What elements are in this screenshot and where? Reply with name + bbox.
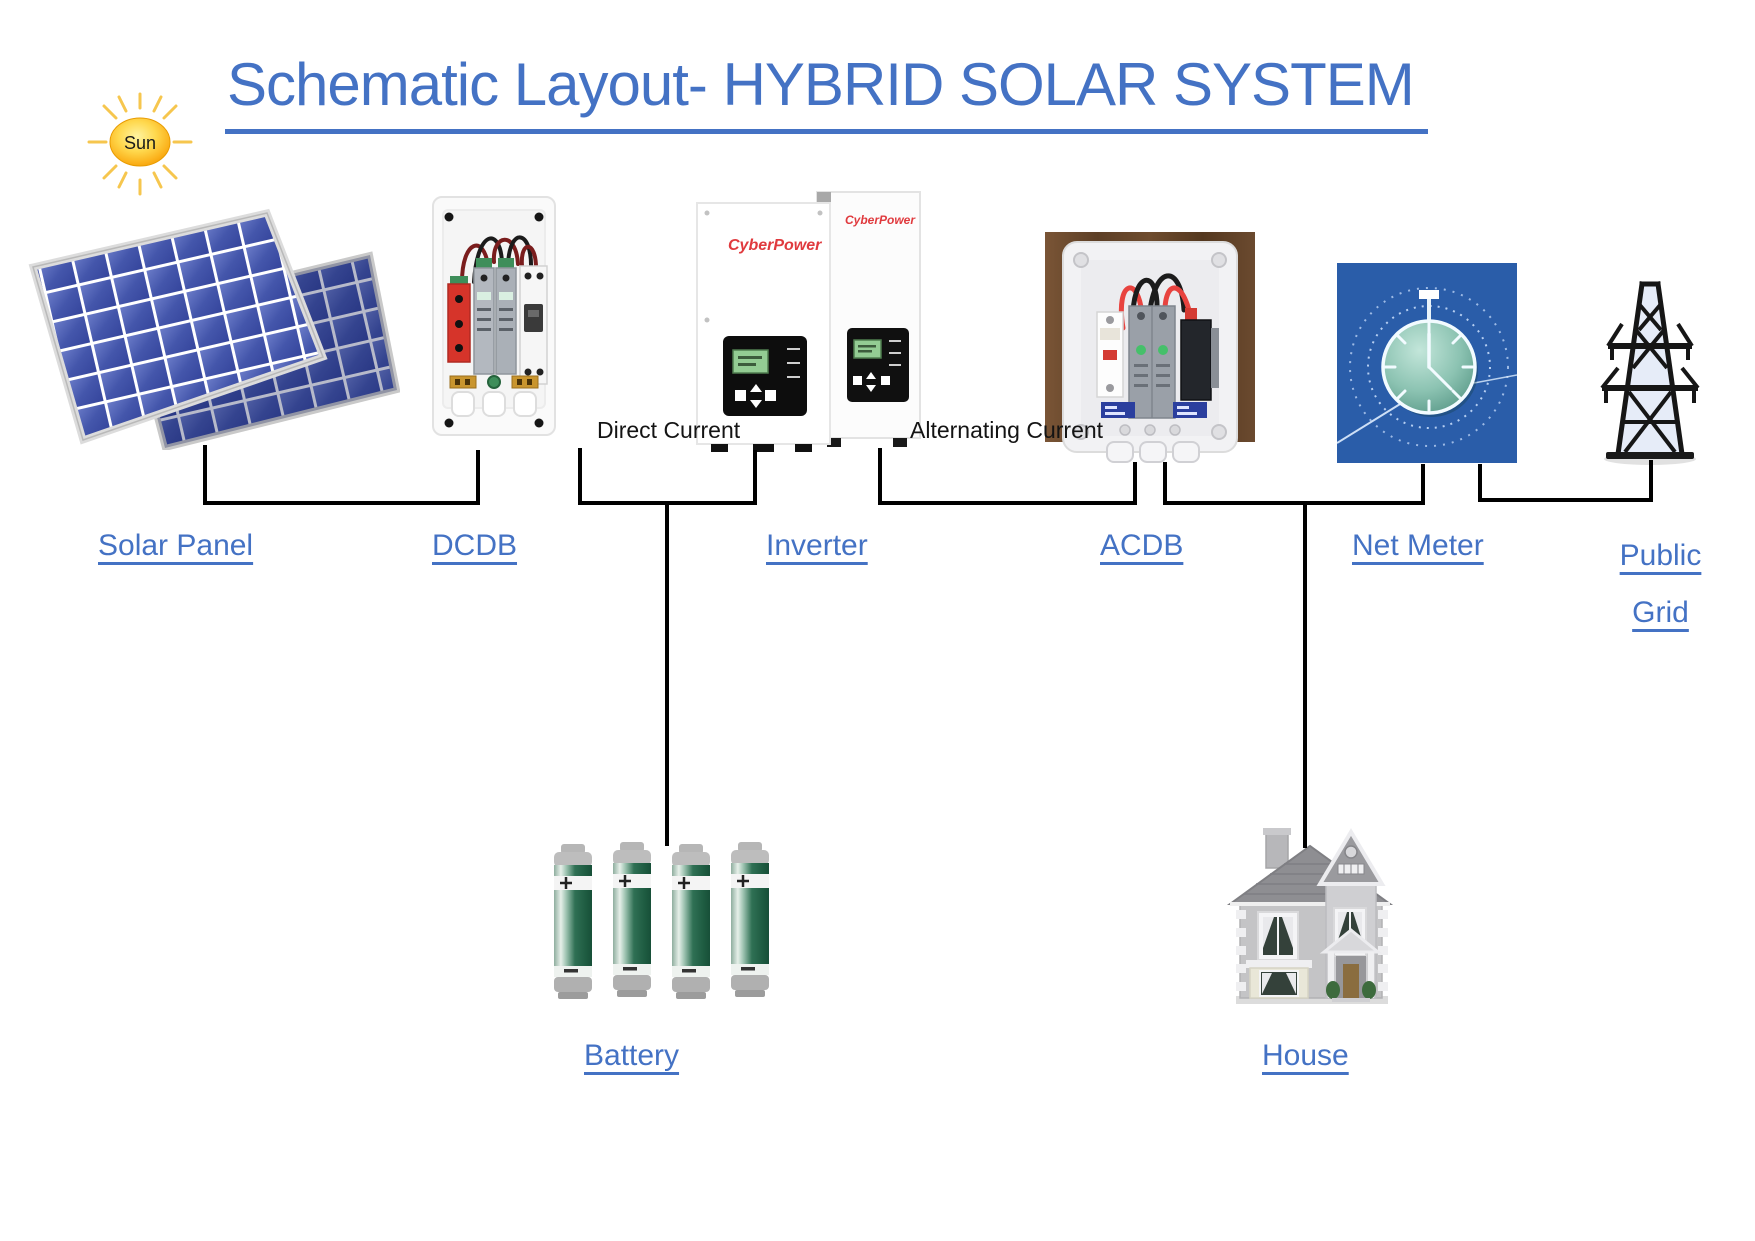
acdb-corner-holes [1073,252,1227,440]
net-meter-illustration [1337,263,1517,463]
line-dcdb-to-inverter [578,448,757,505]
battery-cell-1 [552,842,594,1001]
public-grid-label-line2: Grid [1632,596,1689,629]
dcdb-wires [460,235,538,284]
house-entrance [1319,928,1383,1002]
house-chimney [1265,831,1289,869]
battery-cell-2 [611,842,653,999]
dcdb-illustration [432,196,556,436]
house-gable-tower [1316,828,1386,999]
tower-base [1606,452,1694,459]
alternating-current-label: Alternating Current [910,417,1104,443]
dcdb-bottom-terminals [449,375,539,389]
battery-illustration [552,842,771,1001]
battery-label: Battery [584,1039,680,1072]
dcdb-breaker [519,265,548,385]
sun-icon: Sun [87,92,193,196]
dcdb-cable-glands [451,391,537,417]
acdb-terminal-block [1180,308,1219,401]
net-meter-clock [1381,290,1478,417]
sun-rays [87,92,193,196]
page-title-text: Schematic Layout- HYBRID SOLAR SYSTEM [225,50,1428,134]
net-meter-label: Net Meter [1352,529,1484,562]
house-label: House [1262,1039,1349,1072]
page-title: Schematic Layout- HYBRID SOLAR SYSTEM [225,50,1428,134]
direct-current-label: Direct Current [597,417,741,443]
solar-panel-label: Solar Panel [98,529,254,562]
public-grid-tower-icon [1600,281,1700,465]
tower-crossarms [1602,343,1698,403]
inverter-brand-front: CyberPower [728,237,822,254]
public-grid-label: Public Grid [1593,538,1728,631]
line-acdb-to-netmeter [1163,462,1425,505]
public-grid-label-line1: Public [1619,539,1702,572]
inverter-illustration: CyberPower CyberPower [696,191,921,452]
dcdb-screws [444,212,544,428]
house-illustration [1226,828,1394,1004]
acdb-illustration [1045,232,1255,463]
solar-panel-illustration [28,208,400,450]
acdb-breaker [1096,311,1124,398]
dcdb-label: DCDB [432,529,518,562]
tower-frame [1615,281,1685,457]
inverter-label: Inverter [766,529,868,562]
acdb-blue-labels [1101,402,1207,418]
acdb-spd-modules [1128,305,1176,419]
house-bay-window [1246,960,1312,999]
battery-cell-4 [729,842,771,999]
inverter-brand-back: CyberPower [845,213,916,227]
inverter-unit-back: CyberPower [816,191,921,447]
dcdb-spd-modules [473,258,517,375]
acdb-cable-glands [1106,424,1200,463]
battery-cell-3 [670,842,712,1001]
inverter-unit-front: CyberPower [696,202,831,452]
sun-label: Sun [124,133,156,153]
solar-panel-front [28,208,328,445]
acdb-label: ACDB [1100,529,1184,562]
dcdb-terminal-block [447,276,471,363]
line-solar-to-dcdb [203,445,480,505]
sun-disc [109,117,171,167]
